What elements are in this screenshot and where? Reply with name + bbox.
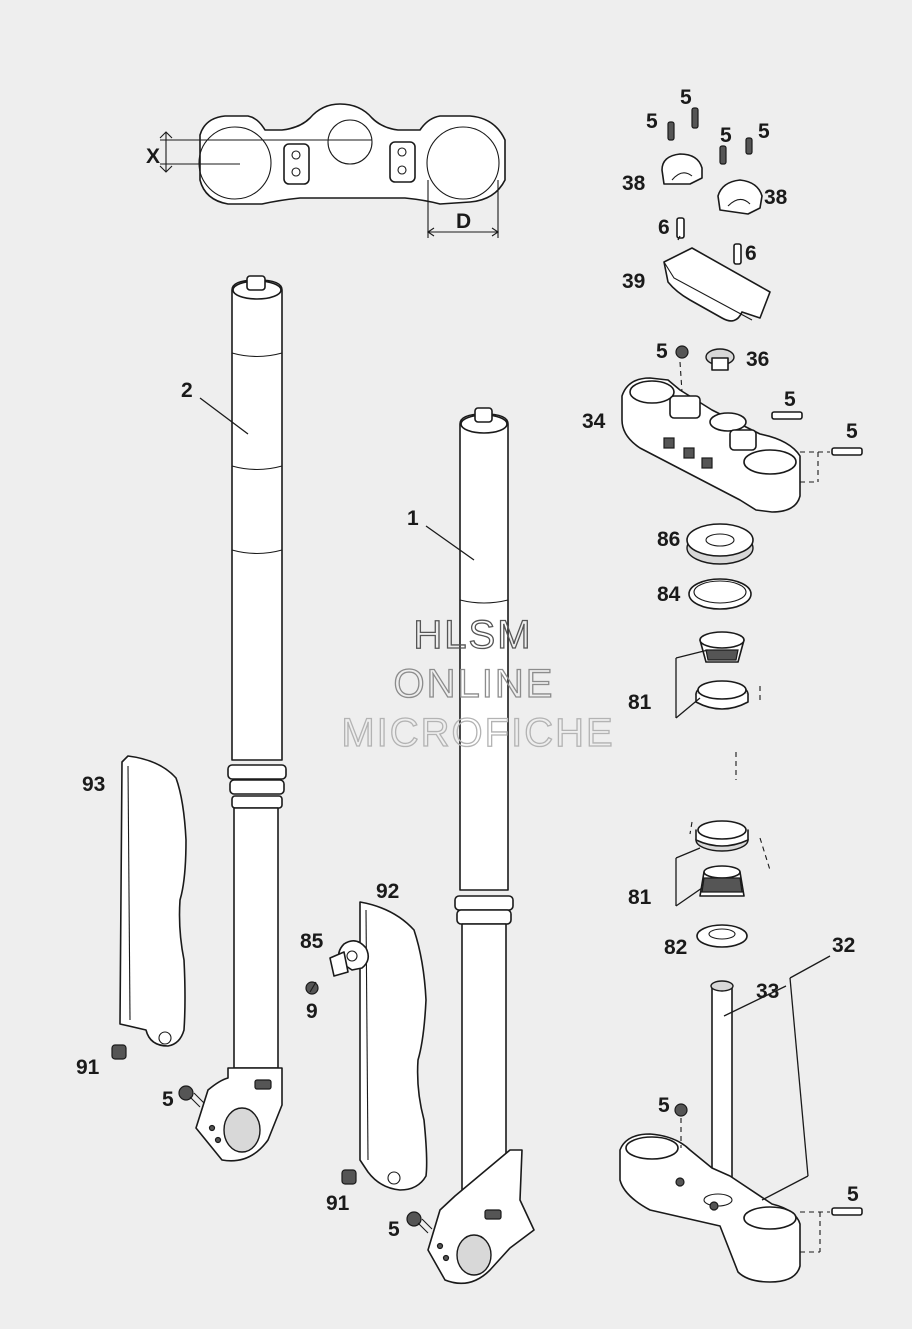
dust-seal: [686, 523, 754, 565]
callout-bottom-screw-b: 5: [847, 1183, 859, 1206]
bar-clamp-right: [717, 179, 763, 215]
bottom-clamp-screws: [674, 1103, 863, 1253]
callout-top-screw-c: 5: [846, 420, 858, 443]
callout-guard-left: 93: [82, 773, 105, 796]
callout-fork-leg-left: 2: [181, 379, 193, 402]
callout-labels: 2 1 5 5 5 5 38 38 6 6 39 5 36 5 34 5 86 …: [76, 86, 859, 1241]
holder-screw: [305, 981, 319, 995]
callout-axle-screw-left: 5: [162, 1088, 174, 1111]
bar-clamp-screws: [667, 107, 753, 165]
callout-bar-clamp-left: 38: [622, 172, 646, 195]
steering-stem: [710, 980, 734, 1191]
watermark-line-2: ONLINE: [394, 662, 555, 706]
callout-clamp-screw-a: 5: [680, 86, 692, 109]
callout-seal-ring: 84: [657, 583, 681, 606]
callout-lower-bearing: 81: [628, 886, 652, 909]
guard-screw-right: [341, 1169, 357, 1185]
seal-ring: [688, 578, 752, 610]
upper-bearing: [695, 631, 761, 780]
watermark: HLSM ONLINE MICROFICHE: [341, 612, 614, 755]
callout-upper-bearing: 81: [628, 691, 652, 714]
guard-screw-left: [111, 1044, 127, 1060]
callout-top-cap: 36: [746, 348, 769, 371]
bar-mount-screws: [676, 217, 742, 265]
top-triple-clamp: [621, 377, 801, 513]
brake-line-holder: [329, 940, 370, 977]
triple-clamp-detail-view: X D: [146, 103, 506, 238]
callout-clamp-screw-c: 5: [720, 124, 732, 147]
callout-top-triple-clamp: 34: [582, 410, 606, 433]
callout-bottom-screw-a: 5: [658, 1094, 670, 1117]
callout-bar-mount: 39: [622, 270, 645, 293]
callout-guard-screw-right: 91: [326, 1192, 350, 1215]
dimension-d-label: D: [456, 210, 471, 233]
callout-fork-leg-right: 1: [407, 507, 419, 530]
callout-dust-seal: 86: [657, 528, 680, 551]
bottom-triple-clamp: [619, 1133, 801, 1283]
bar-mount: [663, 247, 771, 322]
callout-lower-seal: 82: [664, 936, 687, 959]
callout-bar-clamp-right: 38: [764, 186, 788, 209]
callout-top-screw-a: 5: [656, 340, 668, 363]
top-cap: [675, 345, 735, 371]
fork-guard-left: [119, 755, 187, 1047]
callout-clamp-screw-b: 5: [646, 110, 658, 133]
fork-leg-left: [195, 275, 287, 1162]
callout-bottom-triple-clamp: 32: [832, 934, 855, 957]
axle-screw-right: [406, 1211, 433, 1234]
lower-seal: [696, 924, 748, 948]
callout-bar-screw-b: 6: [745, 242, 757, 265]
callout-clamp-screw-d: 5: [758, 120, 770, 143]
callout-stem: 33: [756, 980, 779, 1003]
callout-axle-screw-right: 5: [388, 1218, 400, 1241]
callout-holder-screw: 9: [306, 1000, 318, 1023]
lower-bearing: [689, 820, 771, 897]
fork-guard-right: [359, 901, 428, 1191]
callout-top-screw-b: 5: [784, 388, 796, 411]
fork-leg-right: [427, 407, 535, 1285]
watermark-line-1: HLSM: [413, 613, 532, 657]
callout-bar-screw-a: 6: [658, 216, 670, 239]
bar-clamp-left: [661, 153, 703, 185]
top-clamp-screws: [679, 361, 863, 483]
dimension-x-label: X: [146, 145, 160, 168]
leader-lines: [199, 235, 831, 1201]
callout-guard-screw-left: 91: [76, 1056, 100, 1079]
axle-screw-left: [178, 1085, 205, 1108]
callout-brake-line-holder: 85: [300, 930, 324, 953]
watermark-line-3: MICROFICHE: [341, 711, 614, 755]
callout-guard-right: 92: [376, 880, 399, 903]
